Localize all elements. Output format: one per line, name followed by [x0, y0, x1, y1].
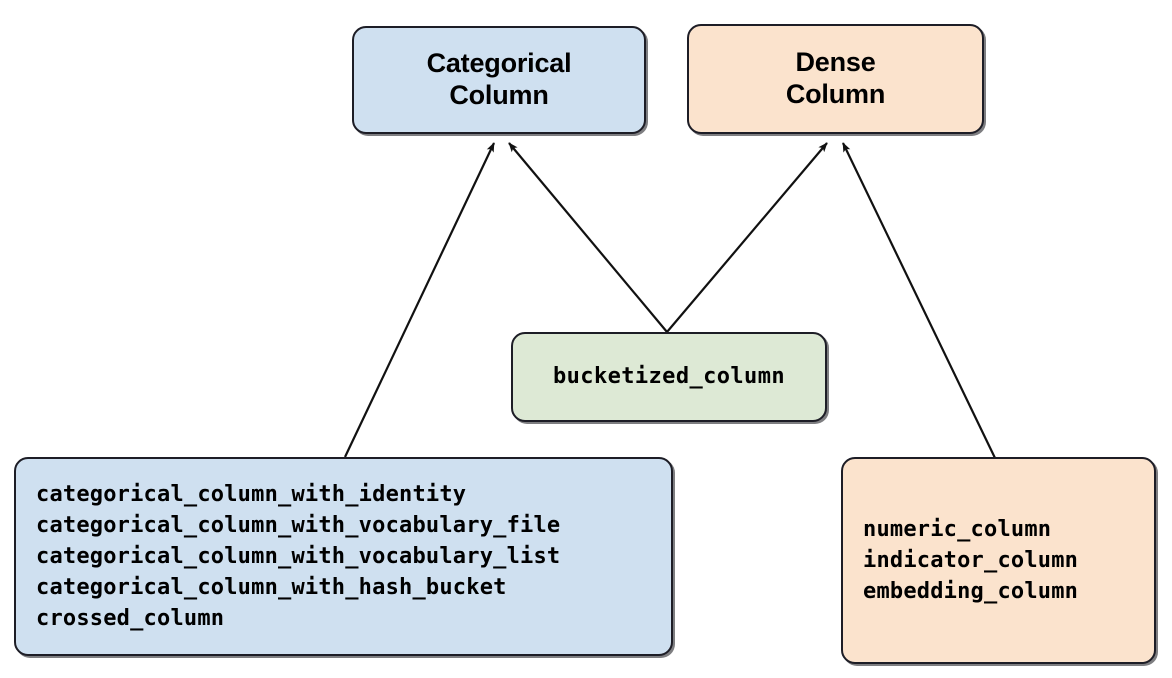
node-categorical-column-label: Categorical Column	[426, 48, 572, 110]
list-item: categorical_column_with_vocabulary_list	[36, 544, 561, 569]
list-item: indicator_column	[863, 548, 1079, 573]
node-categorical-column[interactable]: Categorical Column	[352, 26, 646, 134]
node-dense-column-types[interactable]: numeric_column indicator_column embeddin…	[841, 457, 1156, 664]
edge-dense-list-to-dense-column	[842, 142, 996, 459]
list-item: categorical_column_with_hash_bucket	[36, 575, 507, 600]
list-item: categorical_column_with_identity	[36, 482, 467, 507]
list-item: crossed_column	[36, 606, 225, 631]
categorical-column-type-list: categorical_column_with_identity categor…	[36, 479, 560, 634]
edge-bucketized-to-dense-column	[666, 142, 828, 333]
list-item: embedding_column	[863, 579, 1079, 604]
node-bucketized-column[interactable]: bucketized_column	[511, 332, 827, 422]
list-item: categorical_column_with_vocabulary_file	[36, 513, 561, 538]
node-categorical-column-types[interactable]: categorical_column_with_identity categor…	[14, 457, 673, 656]
node-dense-column-label: Dense Column	[785, 47, 886, 109]
node-dense-column[interactable]: Dense Column	[687, 24, 984, 134]
edge-bucketized-to-categorical-column	[508, 142, 668, 333]
edge-categorical-list-to-categorical-column	[344, 142, 495, 458]
list-item: numeric_column	[863, 517, 1052, 542]
node-bucketized-column-label: bucketized_column	[553, 364, 785, 389]
dense-column-type-list: numeric_column indicator_column embeddin…	[863, 514, 1078, 607]
